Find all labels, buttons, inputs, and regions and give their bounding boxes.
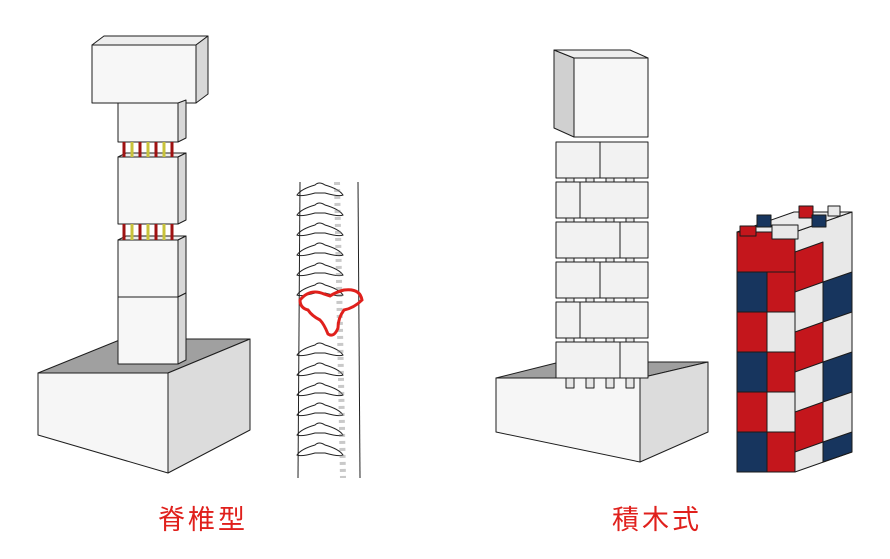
lego-top-studs — [739, 205, 841, 240]
spine-cap-front — [91, 44, 197, 104]
caption-block-type: 積木式 — [612, 505, 702, 536]
vertebrae-centerline — [334, 181, 346, 479]
spine-connector-rods-lower — [122, 224, 174, 240]
spine-segment-3 — [117, 239, 179, 298]
spine-connector-rods-upper — [122, 142, 174, 157]
caption-spine-type: 脊椎型 — [158, 505, 248, 536]
vertebrae-side-processes — [297, 181, 361, 479]
spine-base-side — [167, 338, 251, 474]
spine-segment-4 — [117, 296, 179, 365]
vertebrae-column — [296, 182, 344, 457]
block-base-side — [639, 361, 709, 463]
vertebra-highlight — [298, 288, 364, 337]
spine-segment-1 — [117, 102, 179, 143]
block-base-front — [495, 377, 641, 463]
lego-side-bricks — [794, 241, 853, 463]
spine-cap-top — [91, 35, 209, 46]
lego-column-model — [736, 205, 853, 473]
vertebrae-sketch — [296, 181, 364, 479]
block-top-cube — [573, 57, 649, 138]
spine-base-front — [37, 372, 169, 474]
spine-cap-side — [195, 35, 209, 104]
block-studs — [565, 177, 635, 389]
block-column-model — [495, 49, 709, 463]
spine-segment-2 — [117, 156, 179, 225]
spine-column-model — [37, 35, 251, 474]
block-layers — [555, 141, 649, 379]
